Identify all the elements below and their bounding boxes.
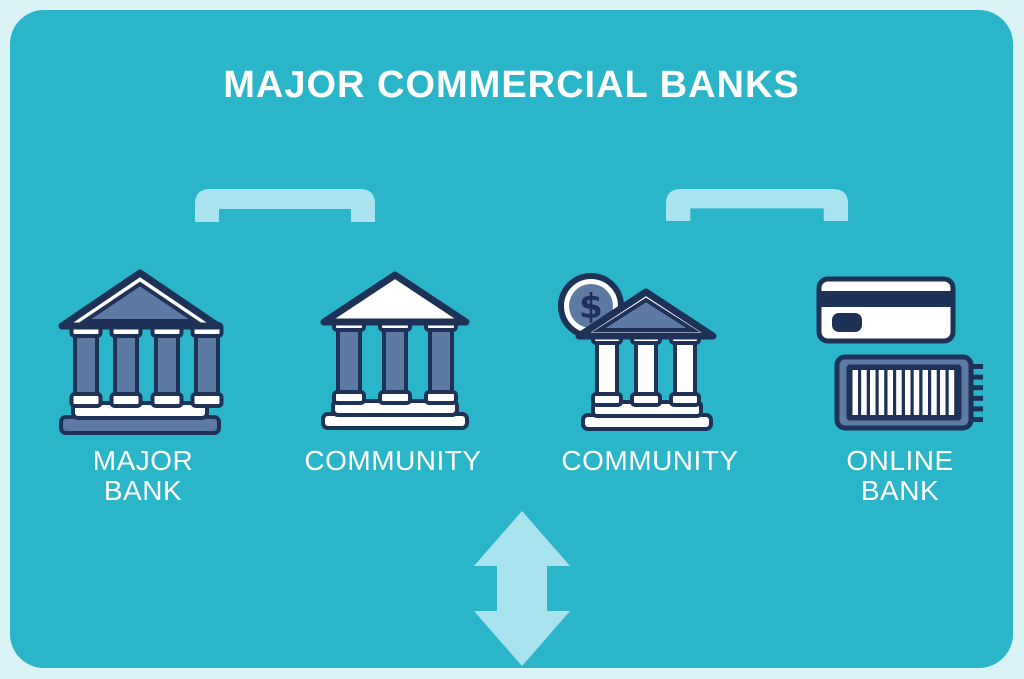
- credit-card-and-barcode-icon: [816, 276, 983, 431]
- bracket-top-right-icon: [666, 189, 848, 221]
- label-community-2: COMMUNITY: [540, 446, 760, 476]
- bracket-top-left-icon: [195, 189, 375, 222]
- bank-pediment: [58, 269, 222, 330]
- label-line: COMMUNITY: [561, 445, 739, 476]
- label-community-1: COMMUNITY: [283, 446, 503, 476]
- label-line: BANK: [103, 475, 183, 506]
- classical-bank-4-columns-icon: [58, 269, 224, 435]
- classical-bank-3-columns-icon: [320, 271, 470, 430]
- label-line: ONLINE: [846, 445, 954, 476]
- bank-columns: [591, 330, 701, 407]
- label-line: MAJOR: [92, 445, 194, 476]
- bank-pediment: [575, 288, 717, 340]
- credit-card-icon: [816, 276, 956, 344]
- label-major-bank: MAJOR BANK: [33, 446, 253, 506]
- page-title: MAJOR COMMERCIAL BANKS: [223, 64, 800, 106]
- bank-pediment: [320, 271, 470, 326]
- bank-columns: [69, 322, 224, 408]
- up-down-arrow-icon: [474, 511, 570, 666]
- infographic-panel: MAJOR COMMERCIAL BANKS: [10, 10, 1013, 668]
- barcode-icon: [834, 354, 983, 431]
- bank-steps: [321, 399, 469, 430]
- label-line: BANK: [860, 475, 940, 506]
- bank-with-dollar-coin-icon: $: [558, 273, 717, 431]
- bank-columns: [332, 317, 458, 405]
- label-online-bank: ONLINE BANK: [790, 446, 1010, 506]
- label-line: COMMUNITY: [304, 445, 482, 476]
- svg-text:$: $: [579, 287, 603, 327]
